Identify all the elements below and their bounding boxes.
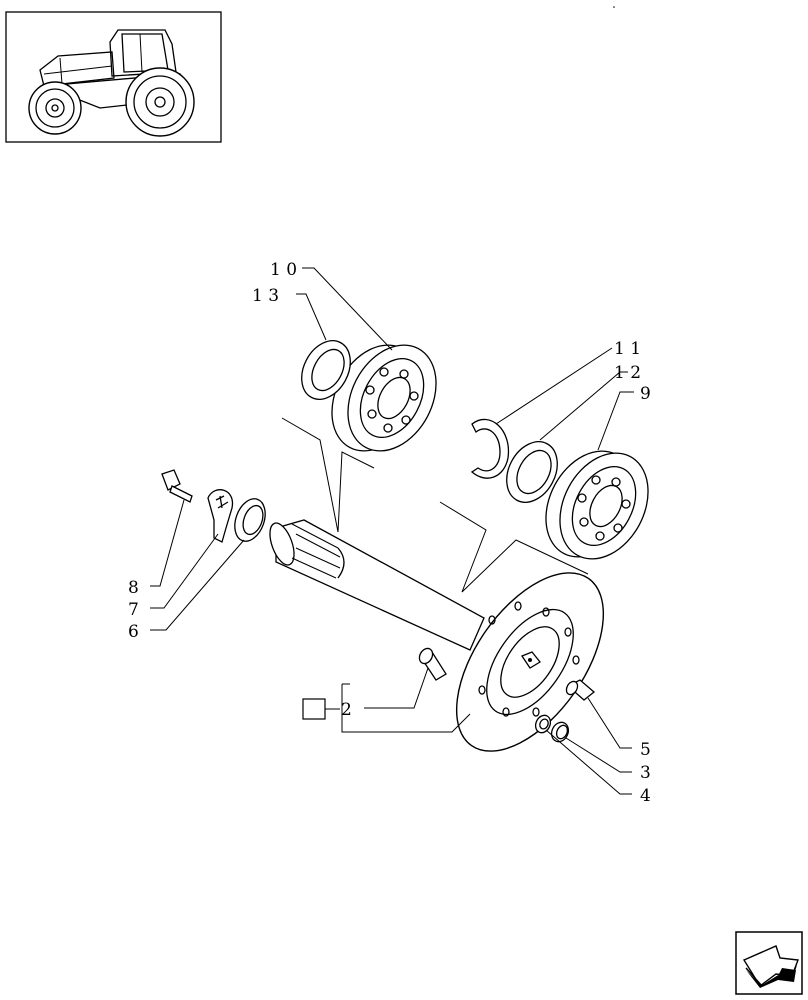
- leader-lines: [150, 267, 634, 795]
- axle-shaft: [269, 519, 485, 651]
- washer-part-6: [234, 498, 266, 542]
- callout-13: 1 3: [252, 286, 279, 306]
- bearing-part-10: [331, 344, 437, 452]
- stud-bolt-part-2: [418, 647, 447, 681]
- callout-7: 7: [128, 600, 139, 620]
- cap-part-3: [550, 721, 570, 743]
- callout-6: 6: [128, 622, 139, 642]
- wheel-flange: [455, 572, 605, 752]
- grease-nipple-part-5: [565, 679, 596, 701]
- bolt-part-8: [161, 469, 193, 503]
- callout-11: 1 1: [614, 339, 641, 359]
- snap-ring-part-11: [470, 418, 510, 479]
- callout-10: 1 0: [270, 260, 297, 280]
- lock-tab-part-7: [207, 489, 234, 543]
- reference-box: [302, 698, 326, 720]
- callout-4: 4: [640, 786, 651, 806]
- callout-9: 9: [640, 384, 651, 404]
- callout-8: 8: [128, 578, 139, 598]
- callout-5: 5: [640, 740, 651, 760]
- tractor-rear-wheel: [125, 67, 195, 137]
- callout-labels: 1 0 1 3 1 1 1 2 9 8 7 6 2 5 3 4: [128, 260, 651, 806]
- callout-12: 1 2: [614, 363, 641, 383]
- callout-2: 2: [341, 700, 352, 720]
- ring-part-12: [506, 441, 558, 503]
- seal-washer-part-4: [534, 714, 552, 734]
- bearing-part-9: [545, 450, 649, 560]
- assembly-reference-lines: [281, 417, 589, 593]
- next-page-arrow-icon[interactable]: [735, 931, 803, 995]
- seal-ring-part-13: [301, 340, 351, 400]
- tractor-thumbnail-icon: [5, 11, 222, 143]
- callout-3: 3: [640, 763, 651, 783]
- tractor-front-wheel: [28, 81, 82, 135]
